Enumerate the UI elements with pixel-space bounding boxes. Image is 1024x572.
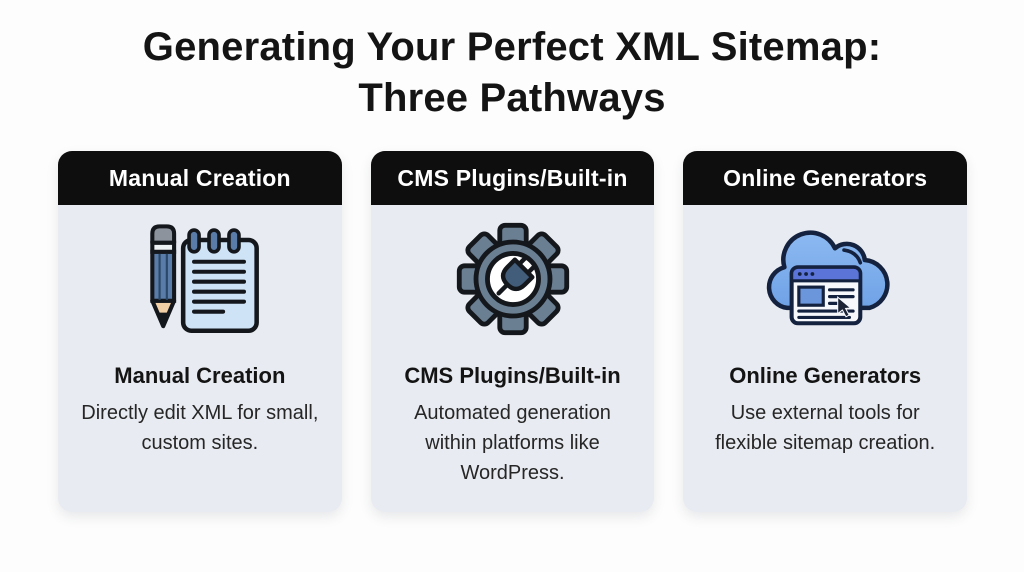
page-title: Generating Your Perfect XML Sitemap: Thr…	[0, 22, 1024, 124]
card-header: Manual Creation	[58, 151, 342, 205]
card-title: Manual Creation	[114, 363, 286, 388]
gear-plug-icon	[371, 217, 655, 341]
card-header: Online Generators	[683, 151, 968, 205]
cloud-browser-icon	[683, 217, 967, 341]
page-title-line1: Generating Your Perfect XML Sitemap:	[142, 25, 882, 69]
card-title: CMS Plugins/Built-in	[404, 363, 621, 388]
card-title: Online Generators	[729, 363, 922, 388]
card-header: CMS Plugins/Built-in	[370, 151, 655, 205]
page-title-line2: Three Pathways	[358, 75, 666, 120]
card-description: Automated generation within platforms li…	[414, 402, 611, 484]
pathway-cards: Manual Creation	[58, 151, 968, 512]
card-manual-creation: Manual Creation	[58, 151, 342, 512]
card-online-generators: Online Generators	[683, 151, 968, 512]
card-cms-plugins: CMS Plugins/Built-in	[370, 151, 655, 512]
pencil-notepad-icon	[58, 217, 342, 341]
card-description: Directly edit XML for small, custom site…	[81, 402, 319, 454]
card-description: Use external tools for flexible sitemap …	[715, 402, 936, 454]
